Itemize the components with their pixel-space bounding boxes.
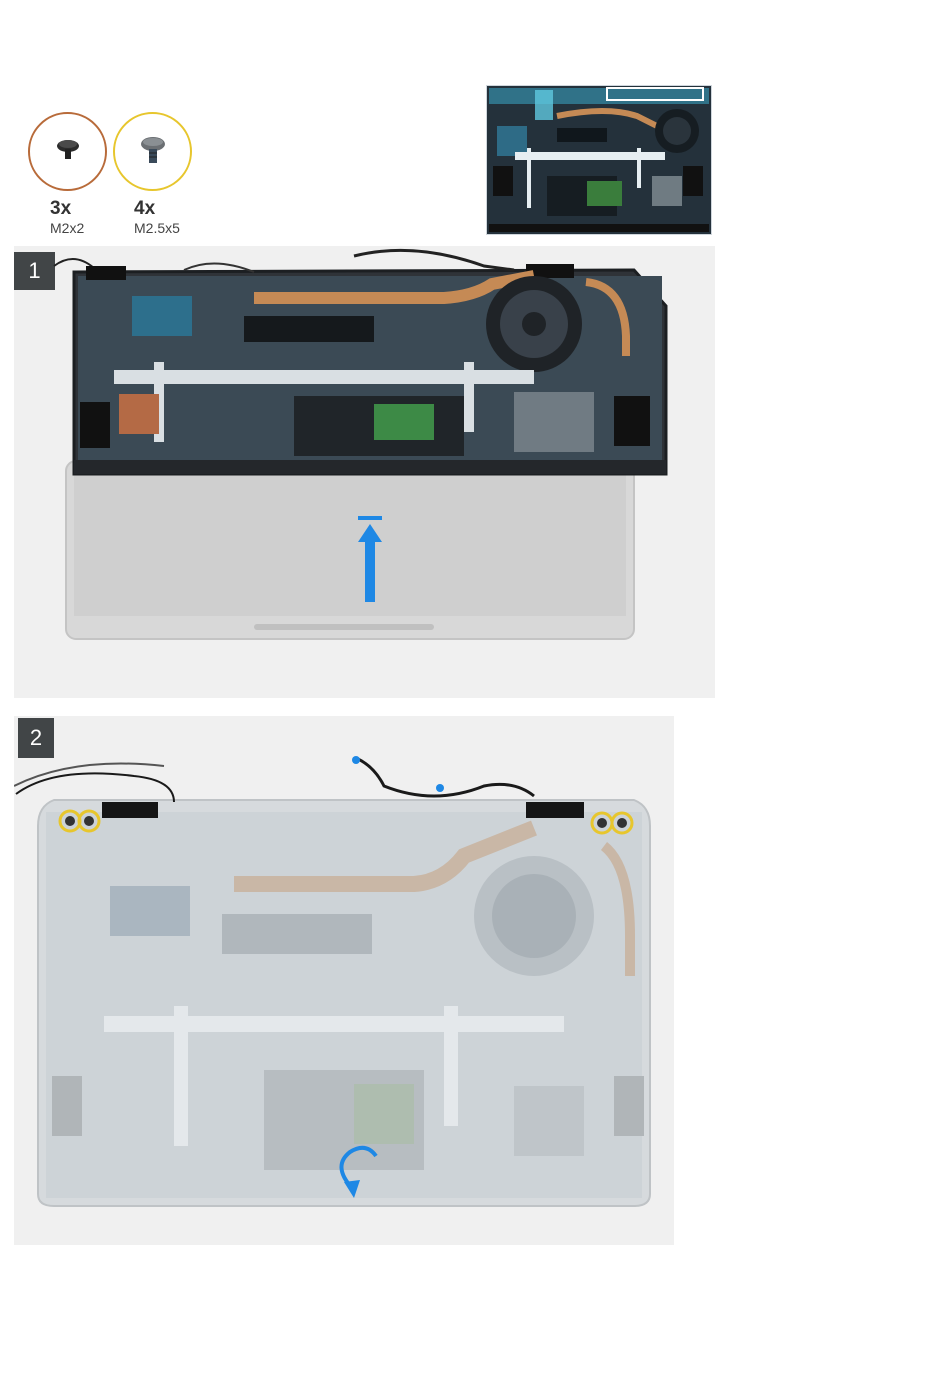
locator-board-illustration — [487, 86, 711, 234]
screw-count-m25x5: 4x — [134, 198, 155, 220]
screw-m25x5-icon — [139, 135, 167, 169]
step-1-illustration — [14, 246, 715, 698]
locator-thumbnail — [486, 85, 712, 235]
screw-size-m2x2: M2x2 — [50, 220, 84, 236]
step-1-panel: 1 — [14, 246, 715, 698]
screw-size-m25x5: M2.5x5 — [134, 220, 180, 236]
step-2-panel: 2 — [14, 716, 674, 1245]
screw-ring-m2x2 — [28, 112, 107, 191]
screw-count-m2x2: 3x — [50, 198, 71, 220]
step-2-illustration — [14, 716, 674, 1245]
screw-m2x2-icon — [55, 137, 81, 167]
screw-ring-m25x5 — [113, 112, 192, 191]
